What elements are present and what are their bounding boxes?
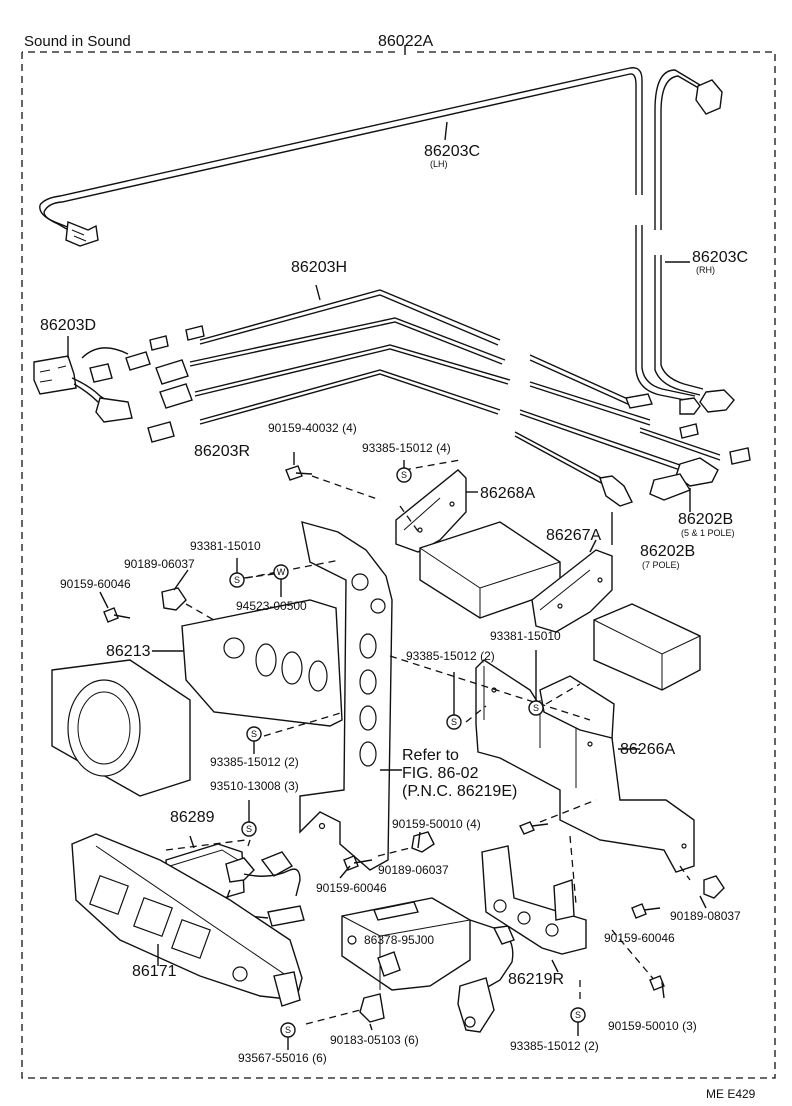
s-symbols: S S W S S S S S S bbox=[229, 460, 586, 1050]
note-86202B-a: (5 & 1 POLE) bbox=[681, 528, 735, 538]
label-90159-60046-a: 90159-60046 bbox=[60, 577, 131, 591]
s-mark-label: S bbox=[251, 729, 257, 739]
label-86378-95J00: 86378-95J00 bbox=[364, 933, 434, 947]
label-86267A: 86267A bbox=[546, 527, 601, 544]
s-mark-label: S bbox=[285, 1025, 291, 1035]
label-93381-15010-a: 93381-15010 bbox=[190, 539, 261, 553]
label-86213: 86213 bbox=[106, 643, 151, 660]
bracket-86268A bbox=[395, 459, 478, 553]
assembly-boundary bbox=[21, 51, 776, 1079]
bracket-86219R bbox=[481, 845, 587, 973]
label-90189-06037-a: 90189-06037 bbox=[124, 557, 195, 571]
bracket-vertical bbox=[299, 521, 402, 871]
s-mark-label: S bbox=[575, 1010, 581, 1020]
label-93385-15012-2a: 93385-15012 (2) bbox=[210, 755, 299, 769]
s-mark-label: S bbox=[246, 824, 252, 834]
plate-86213 bbox=[152, 599, 343, 727]
note-rh: (RH) bbox=[696, 265, 715, 275]
note-lh: (LH) bbox=[430, 159, 448, 169]
fasteners bbox=[103, 587, 725, 1023]
label-86289: 86289 bbox=[170, 809, 215, 826]
label-93385-15012-2c: 93385-15012 (2) bbox=[510, 1039, 599, 1053]
label-93385-15012-4: 93385-15012 (4) bbox=[362, 441, 451, 455]
amplifier-86219R bbox=[341, 897, 515, 1033]
s-mark-label: S bbox=[401, 470, 407, 480]
assembly-number: 86022A bbox=[378, 33, 433, 50]
label-90183-05103: 90183-05103 (6) bbox=[330, 1033, 419, 1047]
w-mark-label: W bbox=[277, 567, 286, 577]
label-86203C-lh: 86203C bbox=[424, 143, 480, 160]
part-labels: Sound in Sound 86022A 86203C (LH) 86203C… bbox=[24, 33, 756, 1101]
label-90159-60046-b: 90159-60046 bbox=[316, 881, 387, 895]
cable-86203C-lh bbox=[39, 67, 643, 247]
s-mark-label: S bbox=[234, 575, 240, 585]
cable-86203C-rh bbox=[635, 69, 735, 415]
label-leaders bbox=[99, 488, 707, 1031]
label-93385-15012-2b: 93385-15012 (2) bbox=[406, 649, 495, 663]
refer-line-3: (P.N.C. 86219E) bbox=[402, 783, 517, 800]
header-title: Sound in Sound bbox=[24, 33, 131, 50]
label-86202B-a: 86202B bbox=[678, 511, 733, 528]
label-86266A: 86266A bbox=[620, 741, 675, 758]
refer-line-1: Refer to bbox=[402, 747, 459, 764]
harness-86203H bbox=[125, 284, 751, 507]
label-93381-15010-b: 93381-15010 bbox=[490, 629, 561, 643]
unit-box-right bbox=[593, 603, 701, 691]
label-94523-00500: 94523-00500 bbox=[236, 599, 307, 613]
s-mark-label: S bbox=[451, 717, 457, 727]
label-86202B-b: 86202B bbox=[640, 543, 695, 560]
connector-86203D bbox=[33, 336, 133, 423]
bracket-86266A bbox=[475, 659, 695, 873]
label-86203D: 86203D bbox=[40, 317, 96, 334]
label-90189-06037-b: 90189-06037 bbox=[378, 863, 449, 877]
label-86203H: 86203H bbox=[291, 259, 347, 276]
s-mark-label: S bbox=[533, 703, 539, 713]
label-86203C-rh: 86203C bbox=[692, 249, 748, 266]
figure-code: ME E429 bbox=[706, 1087, 756, 1101]
label-86203R: 86203R bbox=[194, 443, 250, 460]
label-90159-50010-4: 90159-50010 (4) bbox=[392, 817, 481, 831]
label-93567-55016: 93567-55016 (6) bbox=[238, 1051, 327, 1065]
label-86219R: 86219R bbox=[508, 971, 564, 988]
bracket-86267A bbox=[531, 539, 613, 633]
speaker-bracket bbox=[51, 659, 191, 797]
label-90159-60046-c: 90159-60046 bbox=[604, 931, 675, 945]
refer-line-2: FIG. 86-02 bbox=[402, 765, 479, 782]
label-90159-50010-3: 90159-50010 (3) bbox=[608, 1019, 697, 1033]
label-86171: 86171 bbox=[132, 963, 177, 980]
label-93510-13008: 93510-13008 (3) bbox=[210, 779, 299, 793]
label-90189-08037: 90189-08037 bbox=[670, 909, 741, 923]
note-86202B-b: (7 POLE) bbox=[642, 560, 680, 570]
panel-86171 bbox=[71, 833, 303, 1007]
screw-90159-40032 bbox=[285, 452, 381, 501]
label-90159-40032: 90159-40032 (4) bbox=[268, 421, 357, 435]
label-86268A: 86268A bbox=[480, 485, 535, 502]
leader-dashes bbox=[165, 505, 691, 1025]
